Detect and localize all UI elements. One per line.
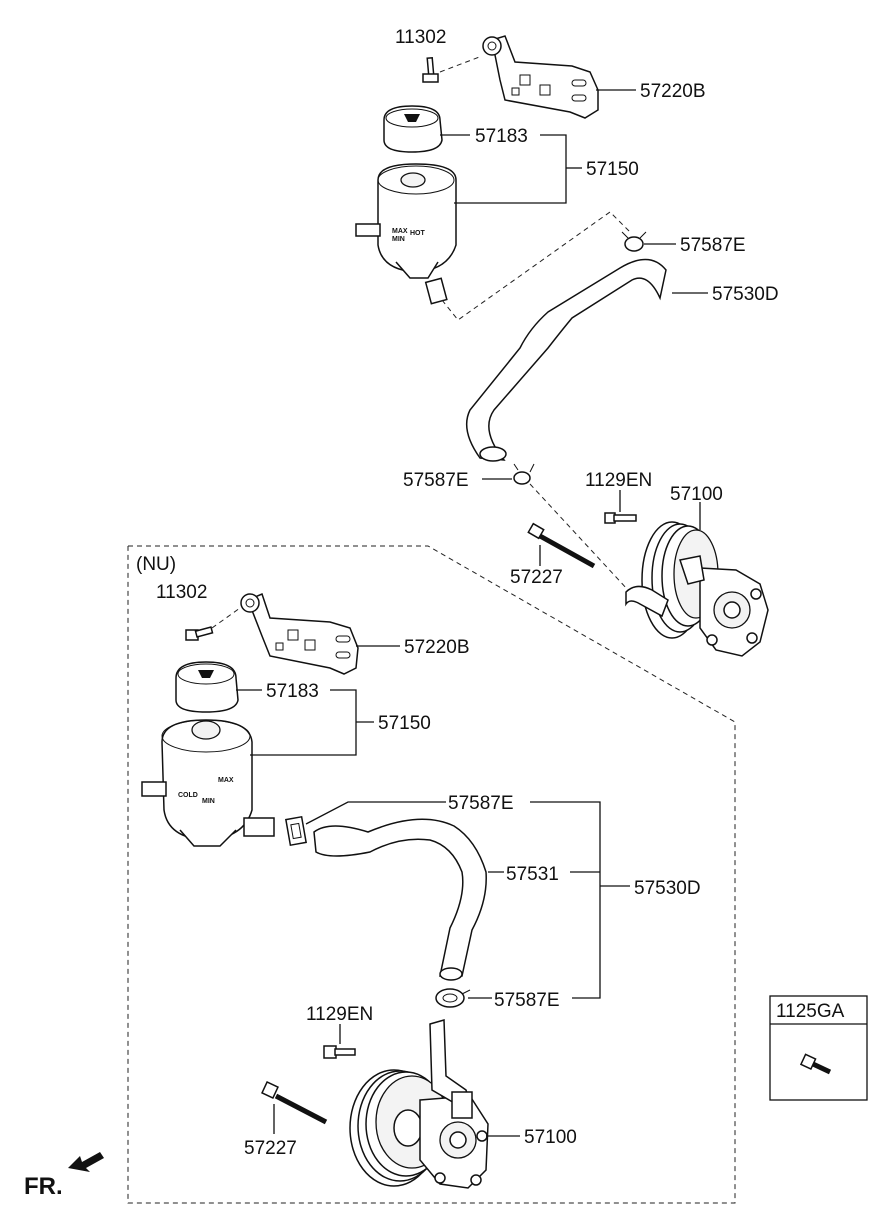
bolt-57227-nu-icon (261, 1081, 328, 1125)
cap-57183-icon (383, 105, 443, 153)
clamp-57587E-top-nu-icon (284, 815, 308, 847)
clamp-57587E-bottom-nu-icon (435, 988, 471, 1008)
label-11302-upper: 11302 (395, 27, 446, 48)
bolt-11302-nu-icon (185, 607, 241, 641)
nu-section-title: (NU) (136, 554, 176, 575)
bracket-57220B-icon (482, 35, 599, 119)
label-57220B-nu: 57220B (404, 637, 470, 658)
clamp-57587E-bottom-icon (513, 463, 535, 485)
front-direction-indicator: FR. (24, 1152, 104, 1200)
upper-assembly: 11302 57220B 57183 (355, 27, 779, 657)
reservoir-min-marking-nu: MIN (202, 798, 215, 805)
label-57587E-nu-bottom: 57587E (494, 990, 560, 1011)
label-1129EN-upper: 1129EN (585, 470, 652, 491)
reservoir-cold-marking-nu: COLD (178, 792, 198, 799)
reservoir-57150-nu-icon: COLD MAX MIN (141, 719, 275, 847)
bolt-57227-upper-icon (527, 522, 596, 569)
cap-57183-nu-icon (175, 661, 239, 713)
pump-57100-nu-icon (349, 1019, 489, 1189)
bracket-57220B-nu-icon (240, 592, 359, 675)
label-57100-upper: 57100 (670, 484, 723, 505)
label-57183-upper: 57183 (475, 126, 528, 147)
bolt-11302-icon (422, 55, 483, 83)
label-57220B-upper: 57220B (640, 81, 706, 102)
bolt-1129EN-nu-icon (323, 1045, 356, 1059)
reservoir-min-marking-upper: MIN (392, 236, 405, 243)
label-57531-nu: 57531 (506, 864, 559, 885)
reservoir-max-marking-nu: MAX (218, 777, 234, 784)
label-57150-upper: 57150 (586, 159, 639, 180)
label-1129EN-nu: 1129EN (306, 1004, 373, 1025)
reservoir-hot-marking-upper: HOT (410, 230, 426, 237)
nu-section: (NU) 11302 57220B 57183 (127, 545, 736, 1204)
reservoir-max-marking-upper: MAX (392, 228, 408, 235)
label-57227-upper: 57227 (510, 567, 563, 588)
clamp-57587E-top-icon (621, 231, 647, 252)
hose-57531-nu-icon (313, 818, 487, 981)
bolt-1129EN-upper-icon (604, 512, 637, 524)
label-57183-nu: 57183 (266, 681, 319, 702)
front-arrow-icon (68, 1152, 104, 1172)
pump-57100-upper-icon (625, 521, 769, 657)
hose-57530D-icon (465, 258, 667, 462)
label-1125GA: 1125GA (776, 1001, 845, 1022)
front-direction-label: FR. (24, 1173, 63, 1200)
label-11302-nu: 11302 (156, 582, 207, 603)
label-57587E-upper-bottom: 57587E (403, 470, 469, 491)
legend-box-1125GA: 1125GA (769, 995, 868, 1101)
label-57530D-upper: 57530D (712, 284, 779, 305)
bolt-1125GA-icon (799, 1053, 832, 1075)
reservoir-57150-icon: HOT MAX MIN (355, 163, 457, 305)
label-57227-nu: 57227 (244, 1138, 297, 1159)
label-57587E-upper-top: 57587E (680, 235, 746, 256)
label-57587E-nu-top: 57587E (448, 793, 514, 814)
label-57100-nu: 57100 (524, 1127, 577, 1148)
label-57150-nu: 57150 (378, 713, 431, 734)
label-57530D-nu: 57530D (634, 878, 701, 899)
